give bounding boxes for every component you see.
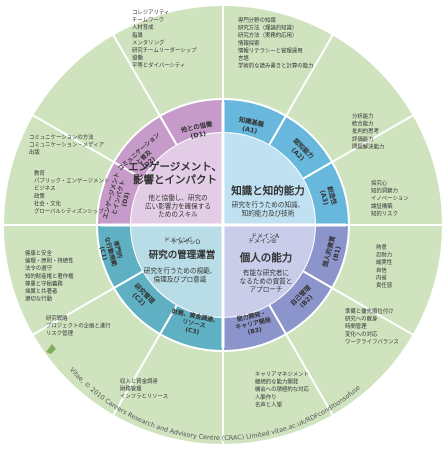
domain-d-title: エンゲージメント、影響とインパクト [128,160,222,186]
outer-list-b2: 準備と優先順位付け研究への献身時間管理変化への対応ワークライフバランス [345,307,399,345]
domain-d-label: ドメインD [172,239,201,246]
vitae-logo-icon [46,344,56,354]
subdomain-c1-label: 専門的な行動規範(C1) [96,234,126,269]
domain-d-quadrant [131,133,223,225]
outer-list-d1: コレジアリティチームワーク人材育成指導メンタリング研究チームリーダーシップ協働平… [132,9,197,69]
domain-b-title: 個人の能力 [239,251,293,264]
domain-a-title: 知識と知的能力 [231,184,305,197]
outer-list-c3: 収入と資金調達財務管理インフラとリソース [120,377,168,400]
outer-ring-dividers [3,5,443,445]
domain-a-label: ドメインA [251,233,280,240]
domain-a-quadrant [223,133,315,225]
outer-list-a3: 探究心知的洞察力イノベーション論証構築知的リスク [371,179,409,217]
outer-list-a1: 専門分野の知識研究方法（理論的知識）研究方法（実務的応用）情報探索情報リテラシー… [238,16,313,70]
outer-ring-divider [31,114,115,163]
outer-list-b3: キャリアマネジメント継続的な能力開発機会への積極的な対応人脈作り名声と人望 [255,371,310,408]
outer-ring-divider [31,287,115,336]
domain-a-description: 研究を行うための知識、知的能力及び技術 [232,200,305,217]
domain-c-label: ドメインC [164,237,192,244]
outer-list-d2: コミュニケーションの方法コミュニケーション・メディア出版 [29,133,104,156]
domain-d-description: 他と協働し、研究の広い影響力を確保するためのスキル [145,193,211,219]
domain-b-description: 有能な研究者になるための資質とアプローチ [240,268,293,294]
domain-b-label: ドメインB [248,238,276,245]
subdomain-b2-label: 自己管理(B2) [288,283,319,314]
outer-ring-divider [285,333,334,417]
outer-ring-divider [331,114,415,163]
outer-list-d3: 教育パブリック・エンゲージメントビジネス政策社会・文化グローバルシティズンシップ [34,169,109,215]
domain-b-quadrant [223,225,315,317]
outer-list-c2: 研究戦略プロジェクトの企画と進行リスク管理 [46,314,111,337]
outer-ring-divider [112,33,161,117]
outer-ring-divider [331,287,415,336]
outer-list-c1: 健康と安全倫理・原則・持続性法令の遵守知的財産権と著作権尊重と守秘義務帰属と共著… [25,249,74,303]
domain-c-title: 研究の管理運営 [149,249,216,261]
subdomain-ring [95,97,351,353]
outer-list-a2: 分析能力統合能力批判的思考評価能力問題解決能力 [352,112,384,150]
outer-ring-divider [285,33,334,117]
outer-ring-divider [112,333,161,417]
domain-quadrants [131,133,315,317]
domain-c-description: 研究を行うための規範、倫理及びプロ意識 [144,266,217,283]
domain-c-quadrant [131,225,223,317]
outer-list-b1: 熱意忍耐力誠実性自信内省責任感 [376,243,393,289]
